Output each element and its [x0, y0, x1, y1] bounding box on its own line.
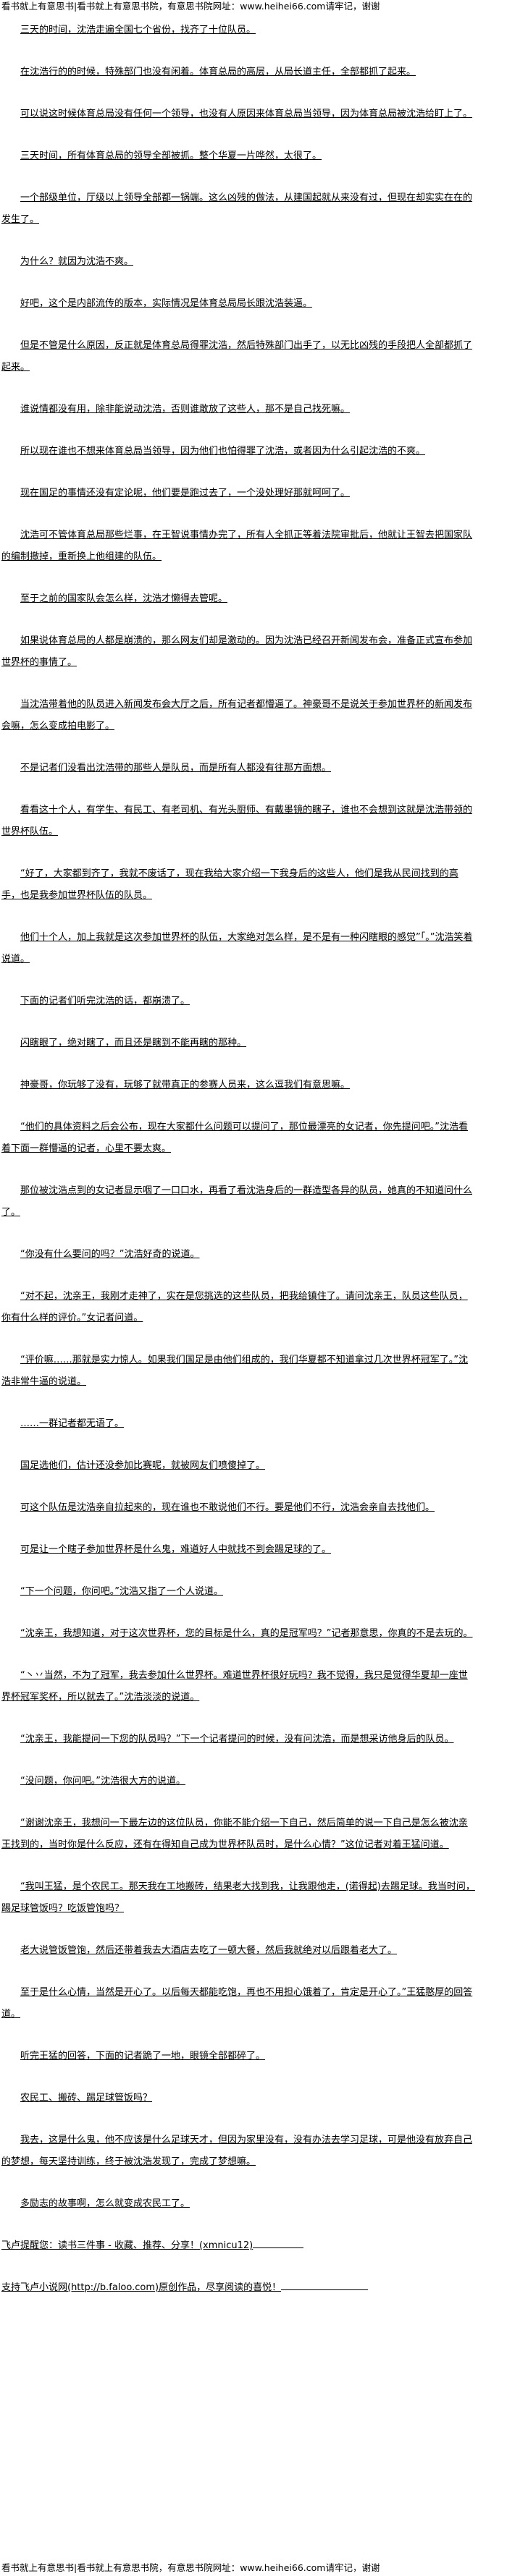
paragraph: 不是记者们没看出沈浩带的那些人是队员，而是所有人都没有往那方面想。	[1, 758, 476, 779]
paragraph-text: 如果说体育总局的人都是崩溃的，那么网友们却是激动的。因为沈浩已经召开新闻发布会，…	[1, 635, 473, 668]
paragraph-text: 不是记者们没看出沈浩带的那些人是队员，而是所有人都没有往那方面想。	[20, 763, 332, 774]
paragraph-text: ……一群记者都无语了。	[20, 1418, 125, 1429]
paragraph: 农民工、搬砖、踢足球管饭吗？	[1, 2088, 476, 2109]
paragraph: “对不起，沈亲王，我刚才走神了，实在是您挑选的这些队员，把我给镇住了。请问沈亲王…	[1, 1286, 476, 1329]
paragraph: 他们十个人，加上我就是这次参加世界杯的队伍，大家绝对怎么样，是不是有一种闪瞎眼的…	[1, 927, 476, 970]
paragraph-text: 谁说情都没有用，除非能说动沈浩，否则谁敢放了这些人，那不是自己找死嘛。	[20, 404, 351, 415]
footer-support-link[interactable]: 支持飞卢小说网(http://b.faloo.com)原创作品，尽享阅读的喜悦！	[1, 2282, 282, 2293]
paragraph: 谁说情都没有用，除非能说动沈浩，否则谁敢放了这些人，那不是自己找死嘛。	[1, 399, 476, 420]
paragraph-text: 他们十个人，加上我就是这次参加世界杯的队伍，大家绝对怎么样，是不是有一种闪瞎眼的…	[1, 932, 473, 965]
paragraph: 下面的记者们听完沈浩的话，都崩溃了。	[1, 991, 476, 1012]
paragraph: 至于是什么心情，当然是开心了。以后每天都能吃饱，再也不用担心饿着了，肯定是开心了…	[1, 1982, 476, 2025]
paragraph-text: 至于之前的国家队会怎么样，沈浩才懒得去管呢。	[20, 593, 228, 604]
paragraph: ……一群记者都无语了。	[1, 1413, 476, 1435]
paragraph-text: 闪瞎眼了，绝对瞎了，而且还是瞎到不能再瞎的那种。	[20, 1038, 247, 1048]
paragraph: 老大说管饭管饱，然后还带着我去大酒店去吃了一顿大餐，然后我就绝对以后跟着老大了。	[1, 1940, 476, 1962]
paragraph: 三天的时间，沈浩走遍全国七个省份，找齐了十位队员。	[1, 20, 476, 41]
paragraph: 看看这十个人，有学生、有民工、有老司机、有光头厨师、有戴墨镜的瞎子，谁也不会想到…	[1, 800, 476, 843]
paragraph: 为什么？就因为沈浩不爽。	[1, 251, 476, 273]
paragraph: “评价嘛……那就是实力惊人。如果我们国足是由他们组成的，我们华夏都不知道拿过几次…	[1, 1350, 476, 1393]
paragraph-text: “评价嘛……那就是实力惊人。如果我们国足是由他们组成的，我们华夏都不知道拿过几次…	[1, 1355, 468, 1387]
paragraph-text: 现在国足的事情还没有定论呢，他们要是跑过去了，一个没处理好那就呵呵了。	[20, 488, 351, 499]
paragraph-text: 多励志的故事啊，怎么就变成农民工了。	[20, 2198, 190, 2209]
paragraph-text: “丶丷当然，不为了冠军，我去参加什么世界杯。难道世界杯很好玩吗？我不觉得，我只是…	[1, 1670, 468, 1703]
paragraph: 那位被沈浩点到的女记者显示咽了一口口水，再看了看沈浩身后的一群造型各异的队员，她…	[1, 1180, 476, 1224]
paragraph-text: “我叫王猛，是个农民工。那天我在工地搬砖，结果老大找到我，让我跟他走，(诺得起)…	[1, 1881, 475, 1914]
paragraph: 可是让一个瞎子参加世界杯是什么鬼，难道好人中就找不到会踢足球的了。	[1, 1539, 476, 1561]
paragraph-text: “对不起，沈亲王，我刚才走神了，实在是您挑选的这些队员，把我给镇住了。请问沈亲王…	[1, 1291, 468, 1323]
paragraph-text: 老大说管饭管饱，然后还带着我去大酒店去吃了一顿大餐，然后我就绝对以后跟着老大了。	[20, 1945, 398, 1956]
paragraph: 在沈浩行的的时候，特殊部门也没有闲着。体育总局的高层，从局长道主任，全部都抓了起…	[1, 62, 476, 83]
paragraph-text: “沈亲王，我想知道，对于这次世界杯，您的目标是什么，真的是冠军吗？”记者那意思，…	[20, 1628, 473, 1639]
paragraph-text: 看看这十个人，有学生、有民工、有老司机、有光头厨师、有戴墨镜的瞎子，谁也不会想到…	[1, 805, 473, 837]
paragraph-text: 可是让一个瞎子参加世界杯是什么鬼，难道好人中就找不到会踢足球的了。	[20, 1544, 332, 1555]
paragraph: 可这个队伍是沈浩亲自拉起来的，现在谁也不敢说他们不行。要是他们不行，沈浩会亲自去…	[1, 1497, 476, 1519]
paragraph: 我去，这是什么鬼，他不应该是什么足球天才，但因为家里没有，没有办法去学习足球，可…	[1, 2130, 476, 2173]
paragraph-text: “他们的具体资料之后会公布，现在大家都什么问题可以提问了，那位最漂亮的女记者，你…	[1, 1122, 468, 1154]
paragraph: “沈亲王，我想知道，对于这次世界杯，您的目标是什么，真的是冠军吗？”记者那意思，…	[1, 1623, 476, 1645]
paragraph-text: 但是不管是什么原因，反正就是体育总局得罪沈浩，然后特殊部门出手了，以无比凶残的手…	[1, 340, 473, 373]
underline-filler	[253, 2239, 304, 2248]
paragraph-text: 神豪哥，你玩够了没有，玩够了就带真正的参赛人员来，这么逗我们有意思嘛。	[20, 1080, 351, 1090]
paragraph: 国足选他们，估计还没参加比赛呢，就被网友们喷傻掉了。	[1, 1455, 476, 1477]
paragraph: 可以说这时候体育总局没有任何一个领导，也没有人原因来体育总局当领导，因为体育总局…	[1, 103, 476, 125]
paragraph-text: “你没有什么要问的吗？”沈浩好奇的说道。	[20, 1249, 200, 1260]
paragraph-text: 所以现在谁也不想来体育总局当领导，因为他们也怕得罪了沈浩，或者因为什么引起沈浩的…	[20, 446, 426, 457]
site-banner-top: 看书就上有意思书|看书就上有意思书院，有意思书院网址：www.heihei66.…	[1, 1, 380, 12]
paragraph: 神豪哥，你玩够了没有，玩够了就带真正的参赛人员来，这么逗我们有意思嘛。	[1, 1075, 476, 1096]
paragraph: 至于之前的国家队会怎么样，沈浩才懒得去管呢。	[1, 588, 476, 610]
paragraph: “沈亲王，我能提问一下您的队员吗？”下一个记者提问的时候，没有问沈浩，而是想采访…	[1, 1729, 476, 1750]
paragraph: 当沈浩带着他的队员进入新闻发布会大厅之后，所有记者都懵逼了。神豪哥不是说关于参加…	[1, 694, 476, 737]
paragraph: “好了，大家都到齐了，我就不废话了，现在我给大家介绍一下我身后的这些人，他们是我…	[1, 863, 476, 907]
paragraph: 好吧，这个是内部流传的版本，实际情况是体育总局局长跟沈浩装逼。	[1, 293, 476, 315]
paragraph: 三天时间，所有体育总局的领导全部被抓。整个华夏一片哗然，太很了。	[1, 145, 476, 167]
paragraph-text: “没问题，你问吧。”沈浩很大方的说道。	[20, 1776, 185, 1787]
paragraph: 但是不管是什么原因，反正就是体育总局得罪沈浩，然后特殊部门出手了，以无比凶残的手…	[1, 335, 476, 378]
paragraph-text: 下面的记者们听完沈浩的话，都崩溃了。	[20, 996, 190, 1007]
underline-filler	[281, 2281, 369, 2290]
paragraph: 所以现在谁也不想来体育总局当领导，因为他们也怕得罪了沈浩，或者因为什么引起沈浩的…	[1, 441, 476, 462]
paragraph: 闪瞎眼了，绝对瞎了，而且还是瞎到不能再瞎的那种。	[1, 1033, 476, 1054]
paragraph-text: “下一个问题，你问吧。”沈浩又指了一个人说道。	[20, 1586, 223, 1597]
paragraph-text: 至于是什么心情，当然是开心了。以后每天都能吃饱，再也不用担心饿着了，肯定是开心了…	[1, 1987, 473, 2020]
paragraph-text: 三天时间，所有体育总局的领导全部被抓。整个华夏一片哗然，太很了。	[20, 151, 322, 161]
paragraph-text: “谢谢沈亲王，我想问一下最左边的这位队员，你能不能介绍一下自己，然后简单的说一下…	[1, 1818, 468, 1850]
paragraph: “他们的具体资料之后会公布，现在大家都什么问题可以提问了，那位最漂亮的女记者，你…	[1, 1117, 476, 1160]
paragraph-text: 当沈浩带着他的队员进入新闻发布会大厅之后，所有记者都懵逼了。神豪哥不是说关于参加…	[1, 699, 473, 732]
paragraph: “你没有什么要问的吗？”沈浩好奇的说道。	[1, 1244, 476, 1266]
paragraph-text: 沈浩可不管体育总局那些烂事，在王智说事情办完了，所有人全抓正等着法院审批后，他就…	[1, 530, 473, 562]
paragraph-text: 国足选他们，估计还没参加比赛呢，就被网友们喷傻掉了。	[20, 1460, 266, 1471]
footer-reminder-text: 飞卢提醒您：读书三件事 - 收藏、推荐、分享！(xmnicu12)	[1, 2240, 254, 2251]
paragraph-text: 可以说这时候体育总局没有任何一个领导，也没有人原因来体育总局当领导，因为体育总局…	[20, 109, 473, 119]
paragraph-text: 我去，这是什么鬼，他不应该是什么足球天才，但因为家里没有，没有办法去学习足球，可…	[1, 2135, 473, 2167]
paragraph-text: 为什么？就因为沈浩不爽。	[20, 256, 134, 267]
paragraph-text: 一个部级单位，厅级以上领导全部都一锅端。这么凶残的做法，从建国起就从来没有过，但…	[1, 192, 473, 225]
paragraph-text: 在沈浩行的的时候，特殊部门也没有闲着。体育总局的高层，从局长道主任，全部都抓了起…	[20, 67, 416, 77]
footer-reminder: 飞卢提醒您：读书三件事 - 收藏、推荐、分享！(xmnicu12)	[1, 2235, 476, 2257]
paragraph-text: 好吧，这个是内部流传的版本，实际情况是体育总局局长跟沈浩装逼。	[20, 298, 313, 309]
paragraph: 现在国足的事情还没有定论呢，他们要是跑过去了，一个没处理好那就呵呵了。	[1, 483, 476, 504]
paragraph: 沈浩可不管体育总局那些烂事，在王智说事情办完了，所有人全抓正等着法院审批后，他就…	[1, 525, 476, 568]
paragraph: 如果说体育总局的人都是崩溃的，那么网友们却是激动的。因为沈浩已经召开新闻发布会，…	[1, 630, 476, 674]
paragraph-text: 可这个队伍是沈浩亲自拉起来的，现在谁也不敢说他们不行。要是他们不行，沈浩会亲自去…	[20, 1502, 435, 1513]
paragraph-text: 那位被沈浩点到的女记者显示咽了一口口水，再看了看沈浩身后的一群造型各异的队员，她…	[1, 1185, 473, 1218]
paragraph: “我叫王猛，是个农民工。那天我在工地搬砖，结果老大找到我，让我跟他走，(诺得起)…	[1, 1876, 476, 1920]
paragraph: 一个部级单位，厅级以上领导全部都一锅端。这么凶残的做法，从建国起就从来没有过，但…	[1, 187, 476, 231]
paragraph: 听完王猛的回答，下面的记者跪了一地，眼镜全部都碎了。	[1, 2046, 476, 2067]
paragraph: 多励志的故事啊，怎么就变成农民工了。	[1, 2193, 476, 2215]
paragraph-text: 农民工、搬砖、踢足球管饭吗？	[20, 2093, 153, 2103]
paragraph-text: “沈亲王，我能提问一下您的队员吗？”下一个记者提问的时候，没有问沈浩，而是想采访…	[20, 1734, 454, 1745]
paragraph: “谢谢沈亲王，我想问一下最左边的这位队员，你能不能介绍一下自己，然后简单的说一下…	[1, 1813, 476, 1856]
site-banner-bottom: 看书就上有意思书|看书就上有意思书院，有意思书院网址：www.heihei66.…	[1, 2562, 380, 2573]
paragraph-list: 三天的时间，沈浩走遍全国七个省份，找齐了十位队员。在沈浩行的的时候，特殊部门也没…	[1, 20, 476, 2215]
paragraph: “下一个问题，你问吧。”沈浩又指了一个人说道。	[1, 1581, 476, 1603]
paragraph: “没问题，你问吧。”沈浩很大方的说道。	[1, 1771, 476, 1792]
paragraph-text: 听完王猛的回答，下面的记者跪了一地，眼镜全部都碎了。	[20, 2051, 266, 2062]
chapter-content: 三天的时间，沈浩走遍全国七个省份，找齐了十位队员。在沈浩行的的时候，特殊部门也没…	[1, 20, 476, 2319]
paragraph-text: “好了，大家都到齐了，我就不废话了，现在我给大家介绍一下我身后的这些人，他们是我…	[1, 868, 458, 901]
paragraph: “丶丷当然，不为了冠军，我去参加什么世界杯。难道世界杯很好玩吗？我不觉得，我只是…	[1, 1665, 476, 1708]
footer-support: 支持飞卢小说网(http://b.faloo.com)原创作品，尽享阅读的喜悦！	[1, 2277, 476, 2299]
paragraph-text: 三天的时间，沈浩走遍全国七个省份，找齐了十位队员。	[20, 25, 256, 35]
